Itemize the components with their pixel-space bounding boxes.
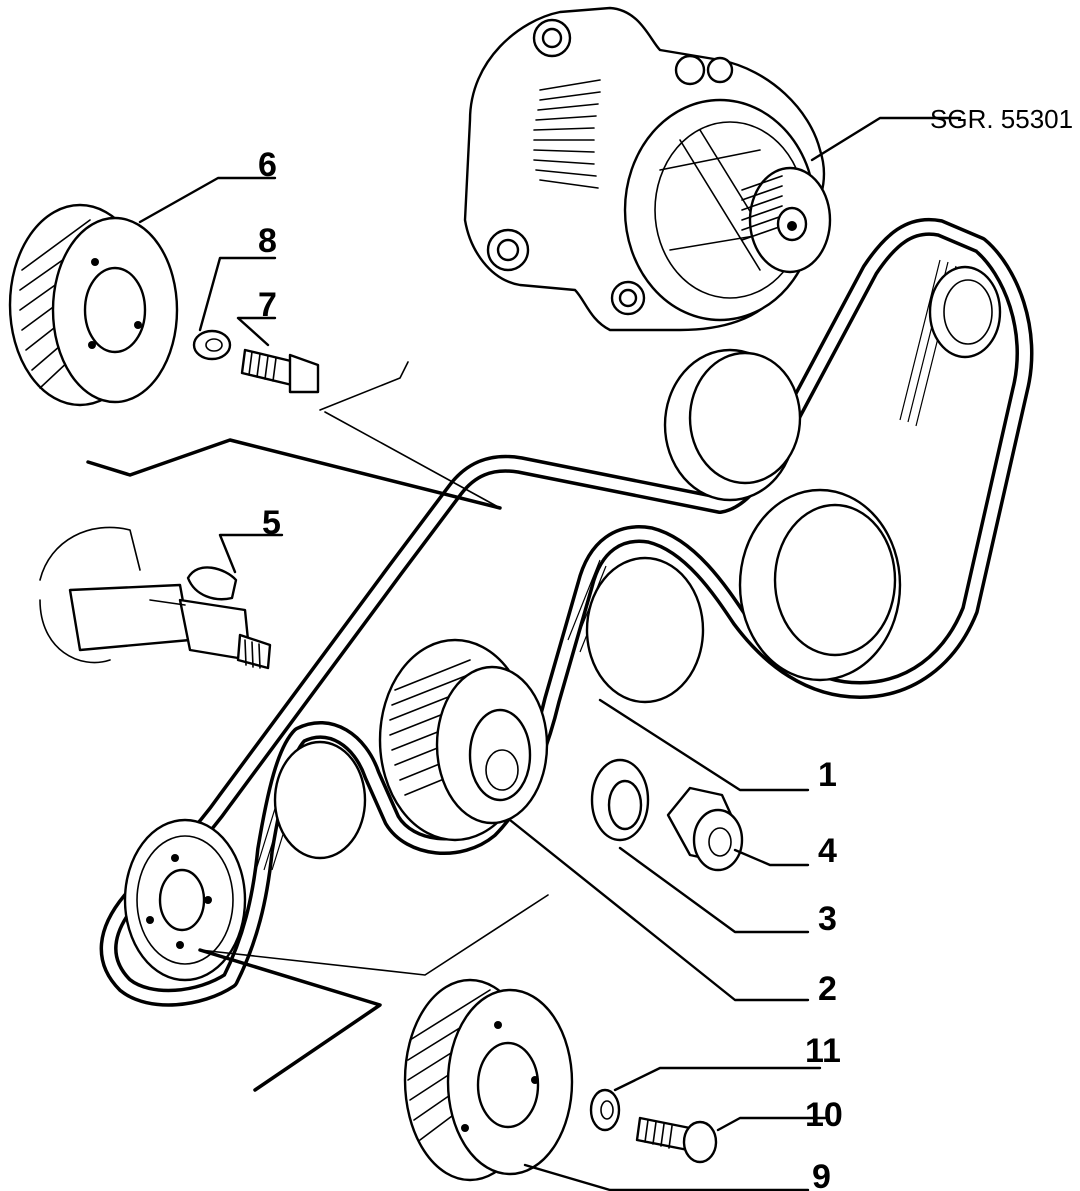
crankshaft-pulley [123,818,247,982]
callout-2: 2 [818,970,837,1008]
pulley-upper-left [8,203,179,407]
reference-code: SGR. 55301 [930,104,1073,134]
callout-leaders [138,176,827,1191]
crankshaft [39,526,272,670]
callout-11: 11 [805,1032,841,1070]
assembly-guide-lines [86,361,549,1092]
bolt-7 [240,348,320,394]
washer-3 [590,758,650,842]
callout-8: 8 [258,222,277,260]
woodruff-key [186,566,238,601]
tensioner-pulley [378,638,549,842]
callout-4: 4 [818,832,837,870]
callout-10: 10 [805,1096,843,1134]
callout-1: 1 [818,756,837,794]
bolt-10 [635,1116,718,1164]
callout-labels: 1 2 3 4 5 6 7 8 9 10 11 [258,146,843,1191]
callout-9: 9 [812,1158,831,1191]
alternator: SGR. 55301 [463,6,1073,332]
spring-washer-11 [589,1088,621,1132]
callout-7: 7 [258,286,277,324]
idler-pulleys [273,265,1002,860]
nut-4 [666,786,744,872]
spring-washer-8 [192,329,232,361]
callout-3: 3 [818,900,837,938]
callout-5: 5 [262,504,281,542]
callout-6: 6 [258,146,277,184]
pulley-lower [403,978,574,1182]
